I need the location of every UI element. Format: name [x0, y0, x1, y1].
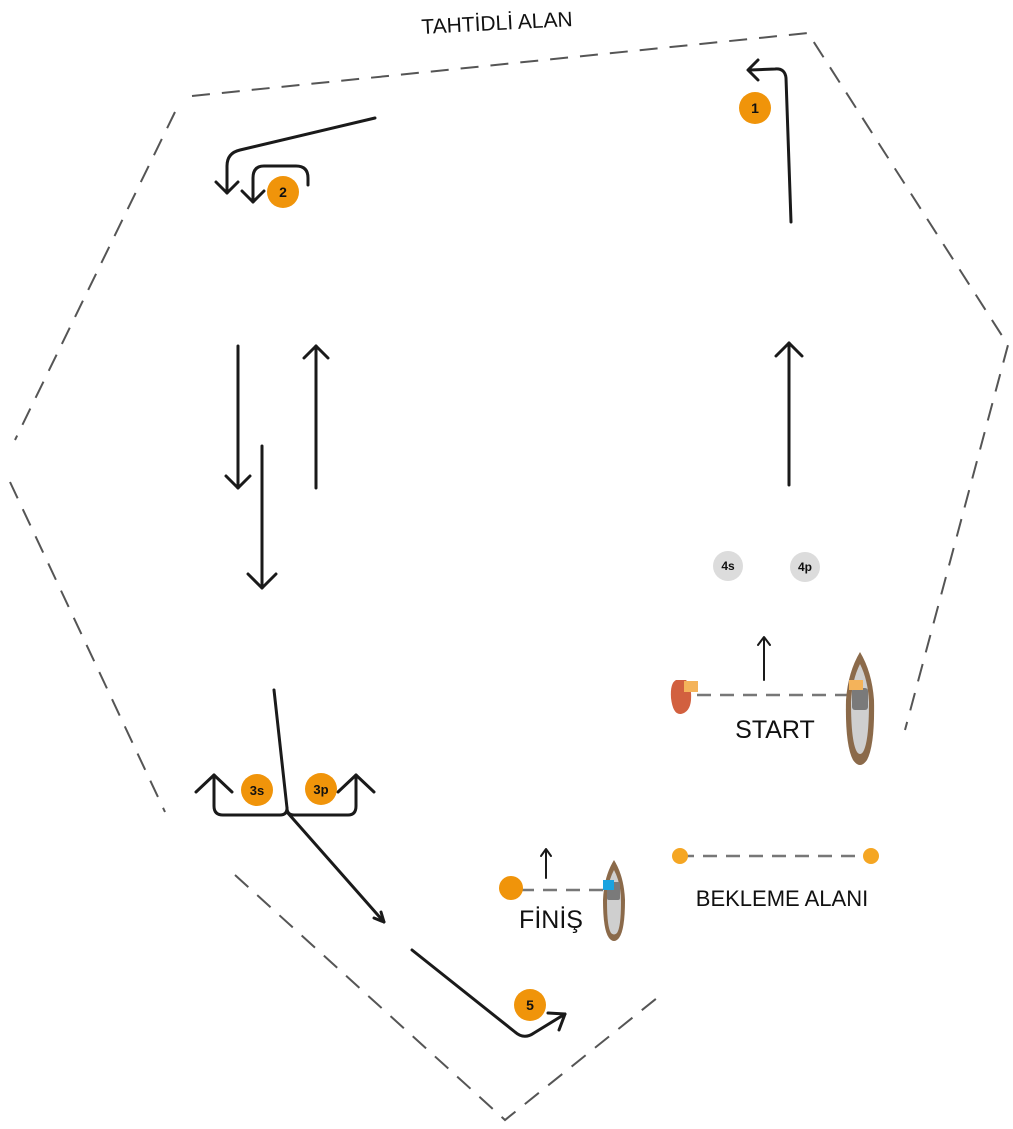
- mark-2-label: 2: [279, 184, 287, 200]
- mark-2-buoy: [267, 176, 299, 208]
- waiting-area-legend: [672, 848, 879, 864]
- leg-to-mark-1: [746, 58, 804, 487]
- mark-3p: 3p: [305, 773, 337, 805]
- mark-1-buoy: [739, 92, 771, 124]
- mark-2: 2: [267, 176, 299, 208]
- middle-leg-arrows: [224, 344, 330, 590]
- mark-3s-buoy: [241, 774, 273, 806]
- mark-4p-label: 4p: [798, 560, 812, 574]
- mark-4p-buoy: [790, 552, 820, 582]
- mark-4s-label: 4s: [721, 559, 735, 573]
- finish-committee-boat: [603, 860, 625, 941]
- mark-4p: 4p: [790, 552, 820, 582]
- mark-1-label: 1: [751, 100, 759, 116]
- mark-1: 1: [739, 92, 771, 124]
- waiting-area-label: BEKLEME ALANI: [696, 886, 868, 911]
- waiting-area-buoy-right: [863, 848, 879, 864]
- mark-5: 5: [514, 989, 546, 1021]
- mark-3s-label: 3s: [250, 783, 264, 798]
- start-committee-boat: [845, 652, 875, 765]
- mark-5-label: 5: [526, 997, 534, 1013]
- leg-to-mark-2: [214, 116, 377, 204]
- restricted-area-boundary: [9, 31, 1010, 1122]
- mark-4s-buoy: [713, 551, 743, 581]
- mark-3p-label: 3p: [313, 782, 328, 797]
- mark-4s: 4s: [713, 551, 743, 581]
- gate-3-paths: [194, 688, 386, 924]
- mark-3s: 3s: [241, 774, 273, 806]
- start-label: START: [735, 716, 815, 744]
- finish-line: [499, 848, 625, 941]
- mark-5-buoy: [514, 989, 546, 1021]
- mark-3p-buoy: [305, 773, 337, 805]
- finish-label: FİNİŞ: [519, 905, 583, 934]
- start-pin-flag: [684, 681, 698, 692]
- leg-to-mark-5: [410, 948, 567, 1038]
- waiting-area-buoy-left: [672, 848, 688, 864]
- start-line: [670, 636, 875, 765]
- restricted-area-label: TAHTİDLİ ALAN: [421, 8, 573, 39]
- finish-pin-buoy: [499, 876, 523, 900]
